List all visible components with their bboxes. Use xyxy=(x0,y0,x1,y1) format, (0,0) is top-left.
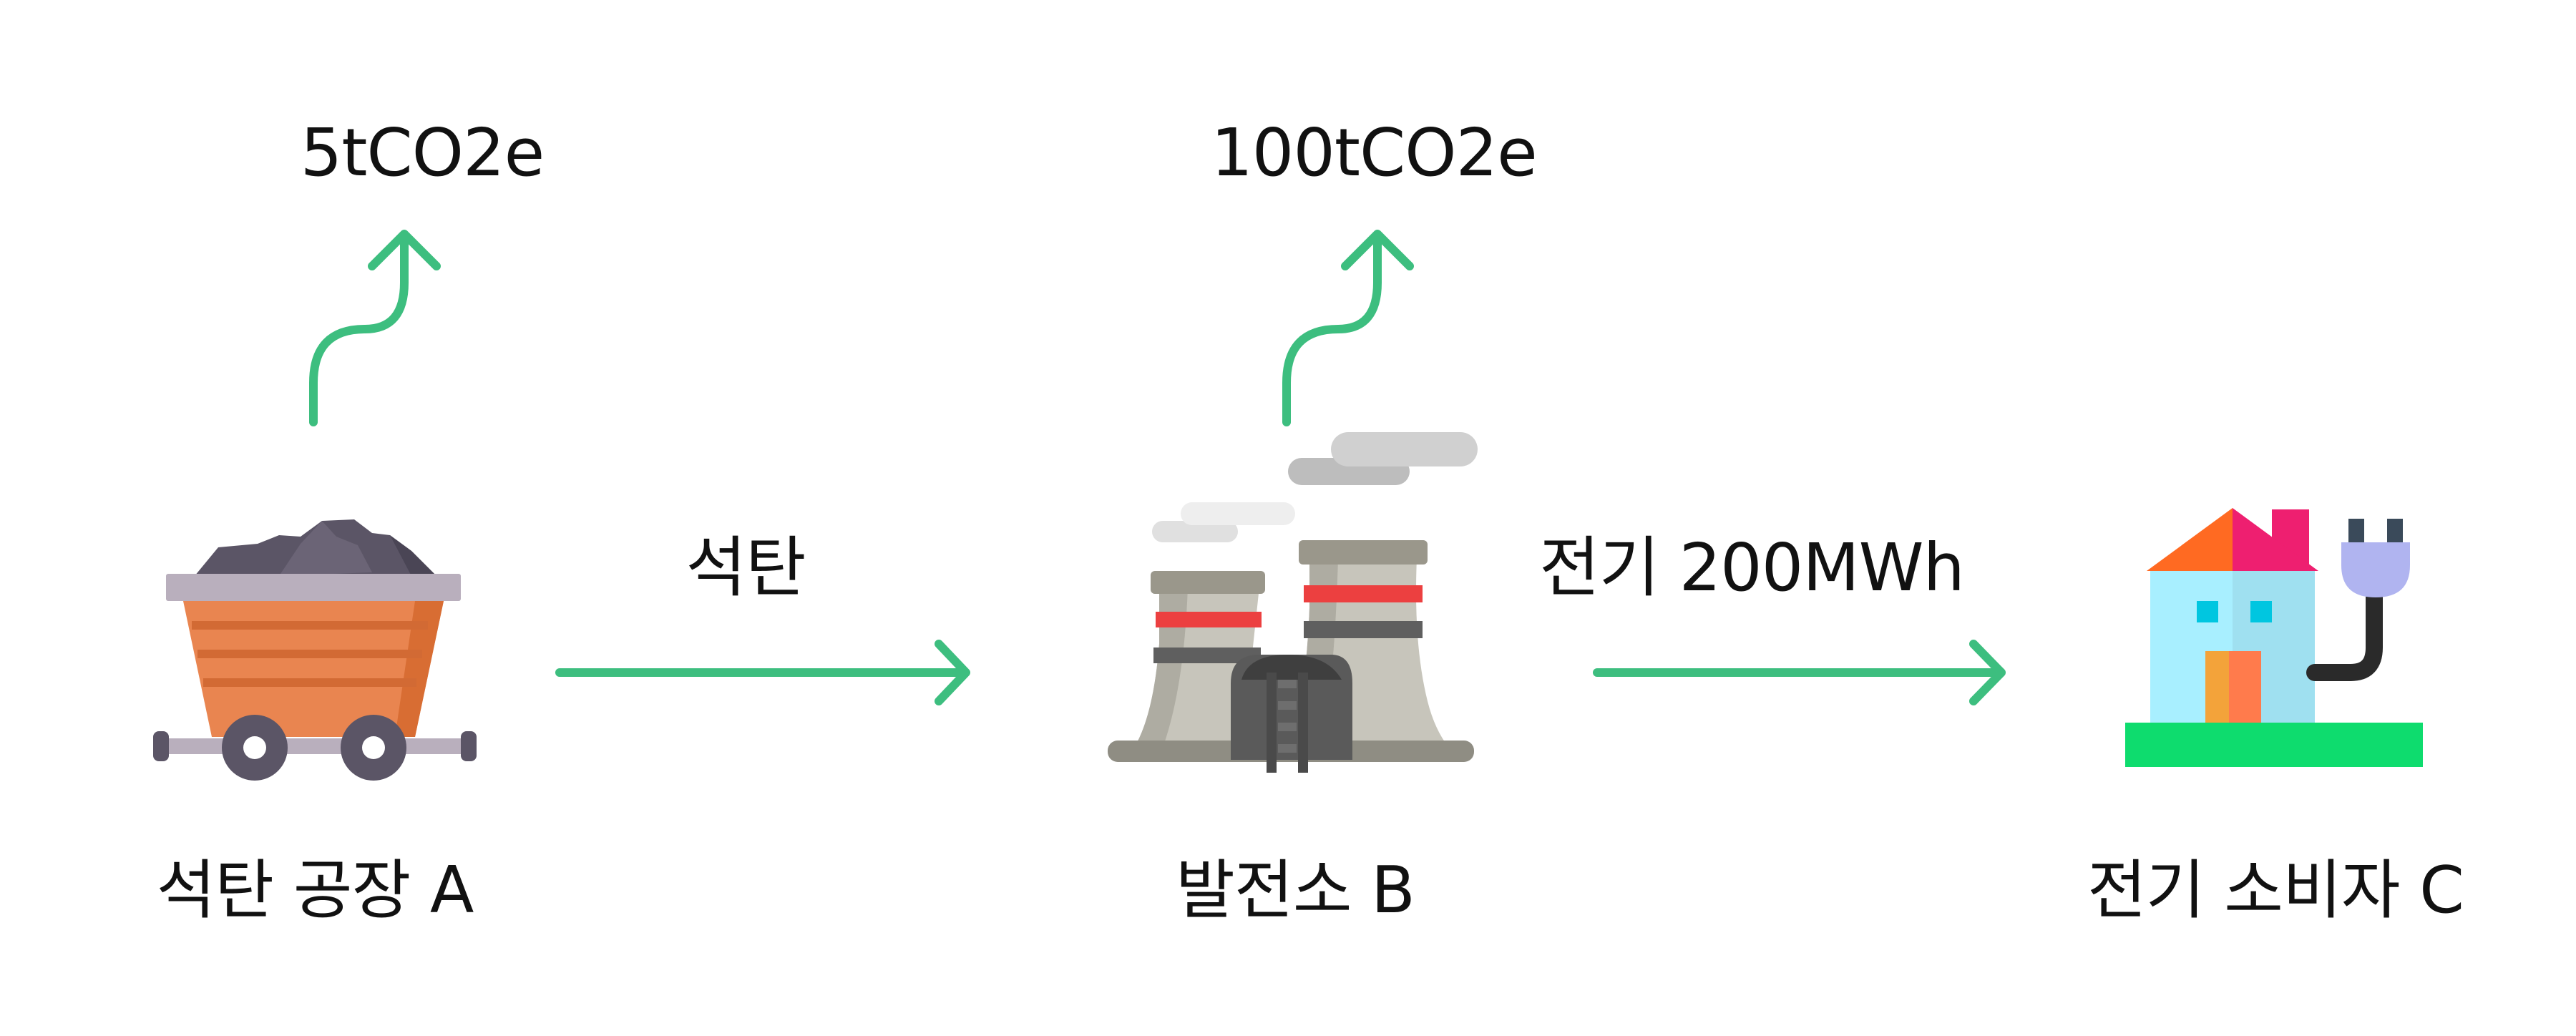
node-label-consumer: 전기 소비자 C xyxy=(2087,853,2464,928)
mine-cart-icon xyxy=(153,519,477,781)
emission-label-power-plant: 100tCO2e xyxy=(1211,114,1537,191)
flow-label-coal: 석탄 xyxy=(686,529,806,606)
emission-arrow-coal-mine xyxy=(309,230,441,426)
house-plug-icon xyxy=(2125,508,2423,767)
emission-arrow-power-plant xyxy=(1282,230,1414,426)
emission-label-coal-mine: 5tCO2e xyxy=(300,114,545,191)
flow-arrow-electricity xyxy=(1593,640,2006,705)
power-plant-icon xyxy=(1108,432,1478,773)
flow-label-electricity: 전기 200MWh xyxy=(1539,529,1965,606)
node-label-power-plant: 발전소 B xyxy=(1176,853,1415,928)
node-label-coal-mine: 석탄 공장 A xyxy=(156,853,474,928)
flow-arrow-coal xyxy=(555,640,970,705)
